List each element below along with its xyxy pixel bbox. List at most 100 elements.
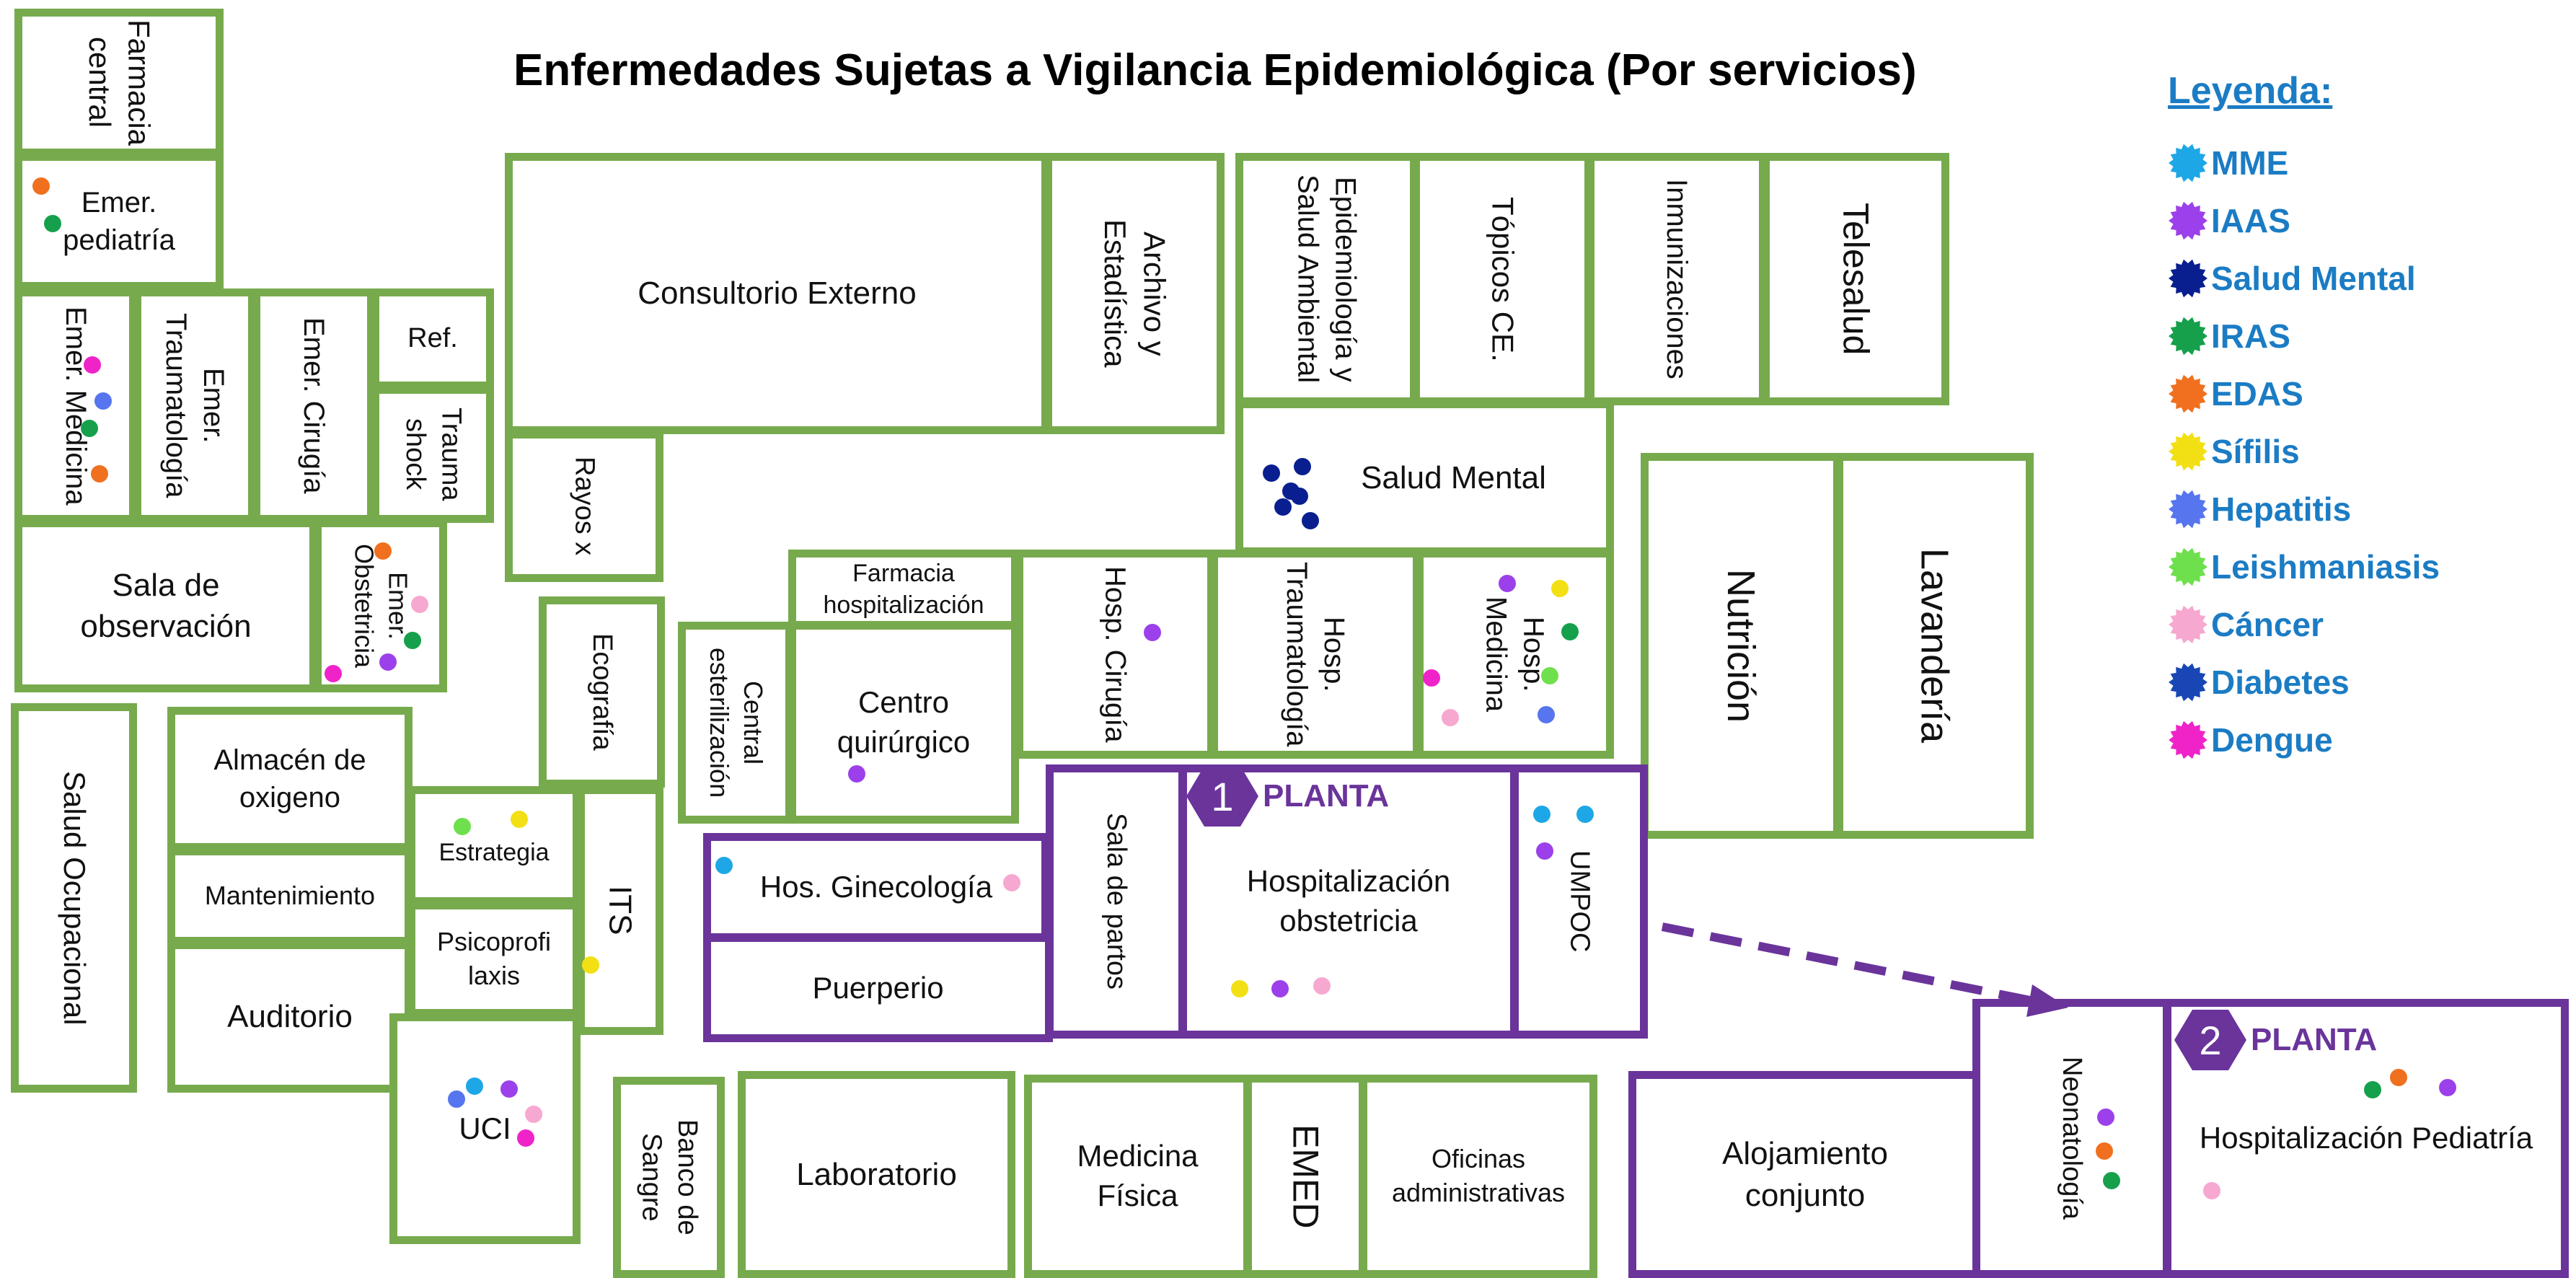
room-epidemiologia: Epidemiología y Salud Ambiental <box>1235 153 1418 405</box>
room-farmacia-hosp: Farmacia hospitalización <box>788 550 1019 629</box>
disease-dot-cancer <box>1003 874 1020 891</box>
disease-dot-salud-mental <box>1274 498 1292 516</box>
legend-label: Diabetes <box>2211 664 2350 701</box>
legend-item-sifilis: Sífilis <box>2168 431 2300 472</box>
disease-dot-hepatitis <box>94 392 112 410</box>
room-consultorio-externo: Consultorio Externo <box>505 153 1049 434</box>
planta-2-label: PLANTA <box>2251 1022 2378 1057</box>
disease-dot-iaas <box>1144 624 1161 641</box>
legend-swatch-icon <box>2169 259 2207 298</box>
legend-item-dengue: Dengue <box>2168 720 2333 760</box>
room-label: UMPOC <box>1564 850 1595 953</box>
room-label: Salud Mental <box>1361 459 1546 495</box>
room-label: Lavandería <box>1913 548 1957 744</box>
room-label: Hosp. Cirugía <box>1099 565 1132 743</box>
room-ecografia: Ecografía <box>539 596 665 788</box>
room-label: Banco de Sangre <box>636 1119 702 1235</box>
disease-dot-leishmaniasis <box>454 818 471 835</box>
page-title: Enfermedades Sujetas a Vigilancia Epidem… <box>513 45 1917 95</box>
disease-dot-mme <box>1576 806 1594 823</box>
legend-item-cancer: Cáncer <box>2168 604 2324 645</box>
room-archivo: Archivo y Estadística <box>1044 153 1225 434</box>
room-ref: Ref. <box>371 288 494 389</box>
room-label: Emer. Obstetricia <box>349 543 413 669</box>
legend-item-mme: MME <box>2168 143 2288 183</box>
room-label: UCI <box>459 1111 511 1145</box>
legend-label: Leishmaniasis <box>2211 548 2440 586</box>
disease-dot-cancer <box>1313 977 1331 995</box>
disease-dot-iaas <box>1271 980 1289 997</box>
legend-swatch-icon <box>2169 663 2207 702</box>
disease-dot-mme <box>466 1078 483 1095</box>
disease-dot-salud-mental <box>1294 458 1311 475</box>
disease-dot-dengue <box>1423 669 1440 687</box>
disease-dot-iaas <box>2439 1079 2456 1096</box>
room-oficinas-admin: Oficinas administrativas <box>1359 1075 1597 1278</box>
room-label: EMED <box>1285 1124 1326 1229</box>
disease-dot-iras <box>404 632 421 649</box>
room-neonatologia: Neonatología <box>1972 999 2171 1278</box>
disease-dot-edas <box>32 177 50 195</box>
disease-dot-iras <box>44 215 61 232</box>
planta-1-marker: 1 PLANTA <box>1186 766 1389 827</box>
legend-swatch-icon <box>2169 201 2207 240</box>
room-sala-observacion: Sala de observación <box>14 519 317 692</box>
disease-dot-iras <box>2103 1172 2120 1189</box>
legend-item-edas: EDAS <box>2168 374 2303 414</box>
room-emer-medicina: Emer. Medicina <box>14 288 137 523</box>
room-emer-cirugia: Emer. Cirugía <box>252 288 375 523</box>
legend-label: Salud Mental <box>2211 260 2416 297</box>
room-label: Hosp. Traumatología <box>1281 561 1350 747</box>
room-salud-ocupacional: Salud Ocupacional <box>11 703 137 1093</box>
disease-dot-leishmaniasis <box>1541 667 1558 684</box>
legend-swatch-icon <box>2169 144 2207 182</box>
room-label: Epidemiología y Salud Ambiental <box>1292 175 1362 384</box>
room-alojamiento-conjunto: Alojamiento conjunto <box>1628 1071 1982 1278</box>
room-label: Puerperio <box>812 970 944 1005</box>
room-label: Emer. Medicina <box>60 306 92 506</box>
room-label: Emer. pediatría <box>63 187 175 256</box>
legend-label: Hepatitis <box>2211 490 2352 528</box>
disease-dot-edas <box>2096 1142 2113 1160</box>
room-label: Salud Ocupacional <box>57 770 92 1026</box>
disease-dot-iaas <box>1536 842 1553 860</box>
room-label: Sala de observación <box>80 567 252 644</box>
room-label: Inmunizaciones <box>1661 179 1693 379</box>
room-label: Hos. Ginecología <box>759 869 993 904</box>
room-label: Auditorio <box>227 999 353 1035</box>
room-emer-traumatologia: Emer. Traumatología <box>133 288 256 523</box>
room-psicoprofilaxis: Psicoprofi laxis <box>407 902 581 1017</box>
disease-dot-iaas <box>1499 575 1516 592</box>
disease-dot-sifilis <box>1551 580 1569 597</box>
room-uci: UCI <box>389 1013 581 1244</box>
disease-dot-hepatitis <box>1538 706 1555 723</box>
room-label: Sala de partos <box>1101 813 1132 990</box>
room-label: Almacén de oxigeno <box>213 744 366 814</box>
legend-swatch-icon <box>2169 490 2207 529</box>
disease-dot-dengue <box>517 1129 534 1147</box>
room-label: Oficinas administrativas <box>1391 1144 1566 1207</box>
disease-dot-cancer <box>1442 709 1459 726</box>
room-label: Hospitalización obstetricia <box>1246 864 1451 938</box>
planta-1-label: PLANTA <box>1263 778 1390 814</box>
disease-dot-salud-mental <box>1291 488 1308 505</box>
planta-2-marker: 2 PLANTA <box>2174 1010 2377 1070</box>
disease-dot-salud-mental <box>1263 464 1280 482</box>
room-label: Emer. Traumatología <box>160 313 229 498</box>
room-nutricion: Nutrición <box>1641 453 1841 839</box>
room-hos-ginecologia: Hos. Ginecología <box>703 833 1049 941</box>
legend-label: MME <box>2211 144 2289 182</box>
legend-swatch-icon <box>2169 317 2207 356</box>
room-estrategia: Estrategia <box>407 786 581 905</box>
disease-dot-iaas <box>2097 1109 2114 1126</box>
disease-dot-iras <box>2364 1081 2381 1098</box>
room-medicina-fisica: Medicina Física <box>1024 1075 1251 1278</box>
disease-dot-edas <box>91 465 108 482</box>
room-banco-sangre: Banco de Sangre <box>613 1077 725 1278</box>
room-label: Ref. <box>407 323 458 354</box>
room-auditorio: Auditorio <box>167 941 413 1093</box>
legend-swatch-icon <box>2169 547 2207 586</box>
room-label: Archivo y Estadística <box>1098 219 1172 368</box>
room-central-esterilizacion: Central esterilización <box>678 622 793 824</box>
